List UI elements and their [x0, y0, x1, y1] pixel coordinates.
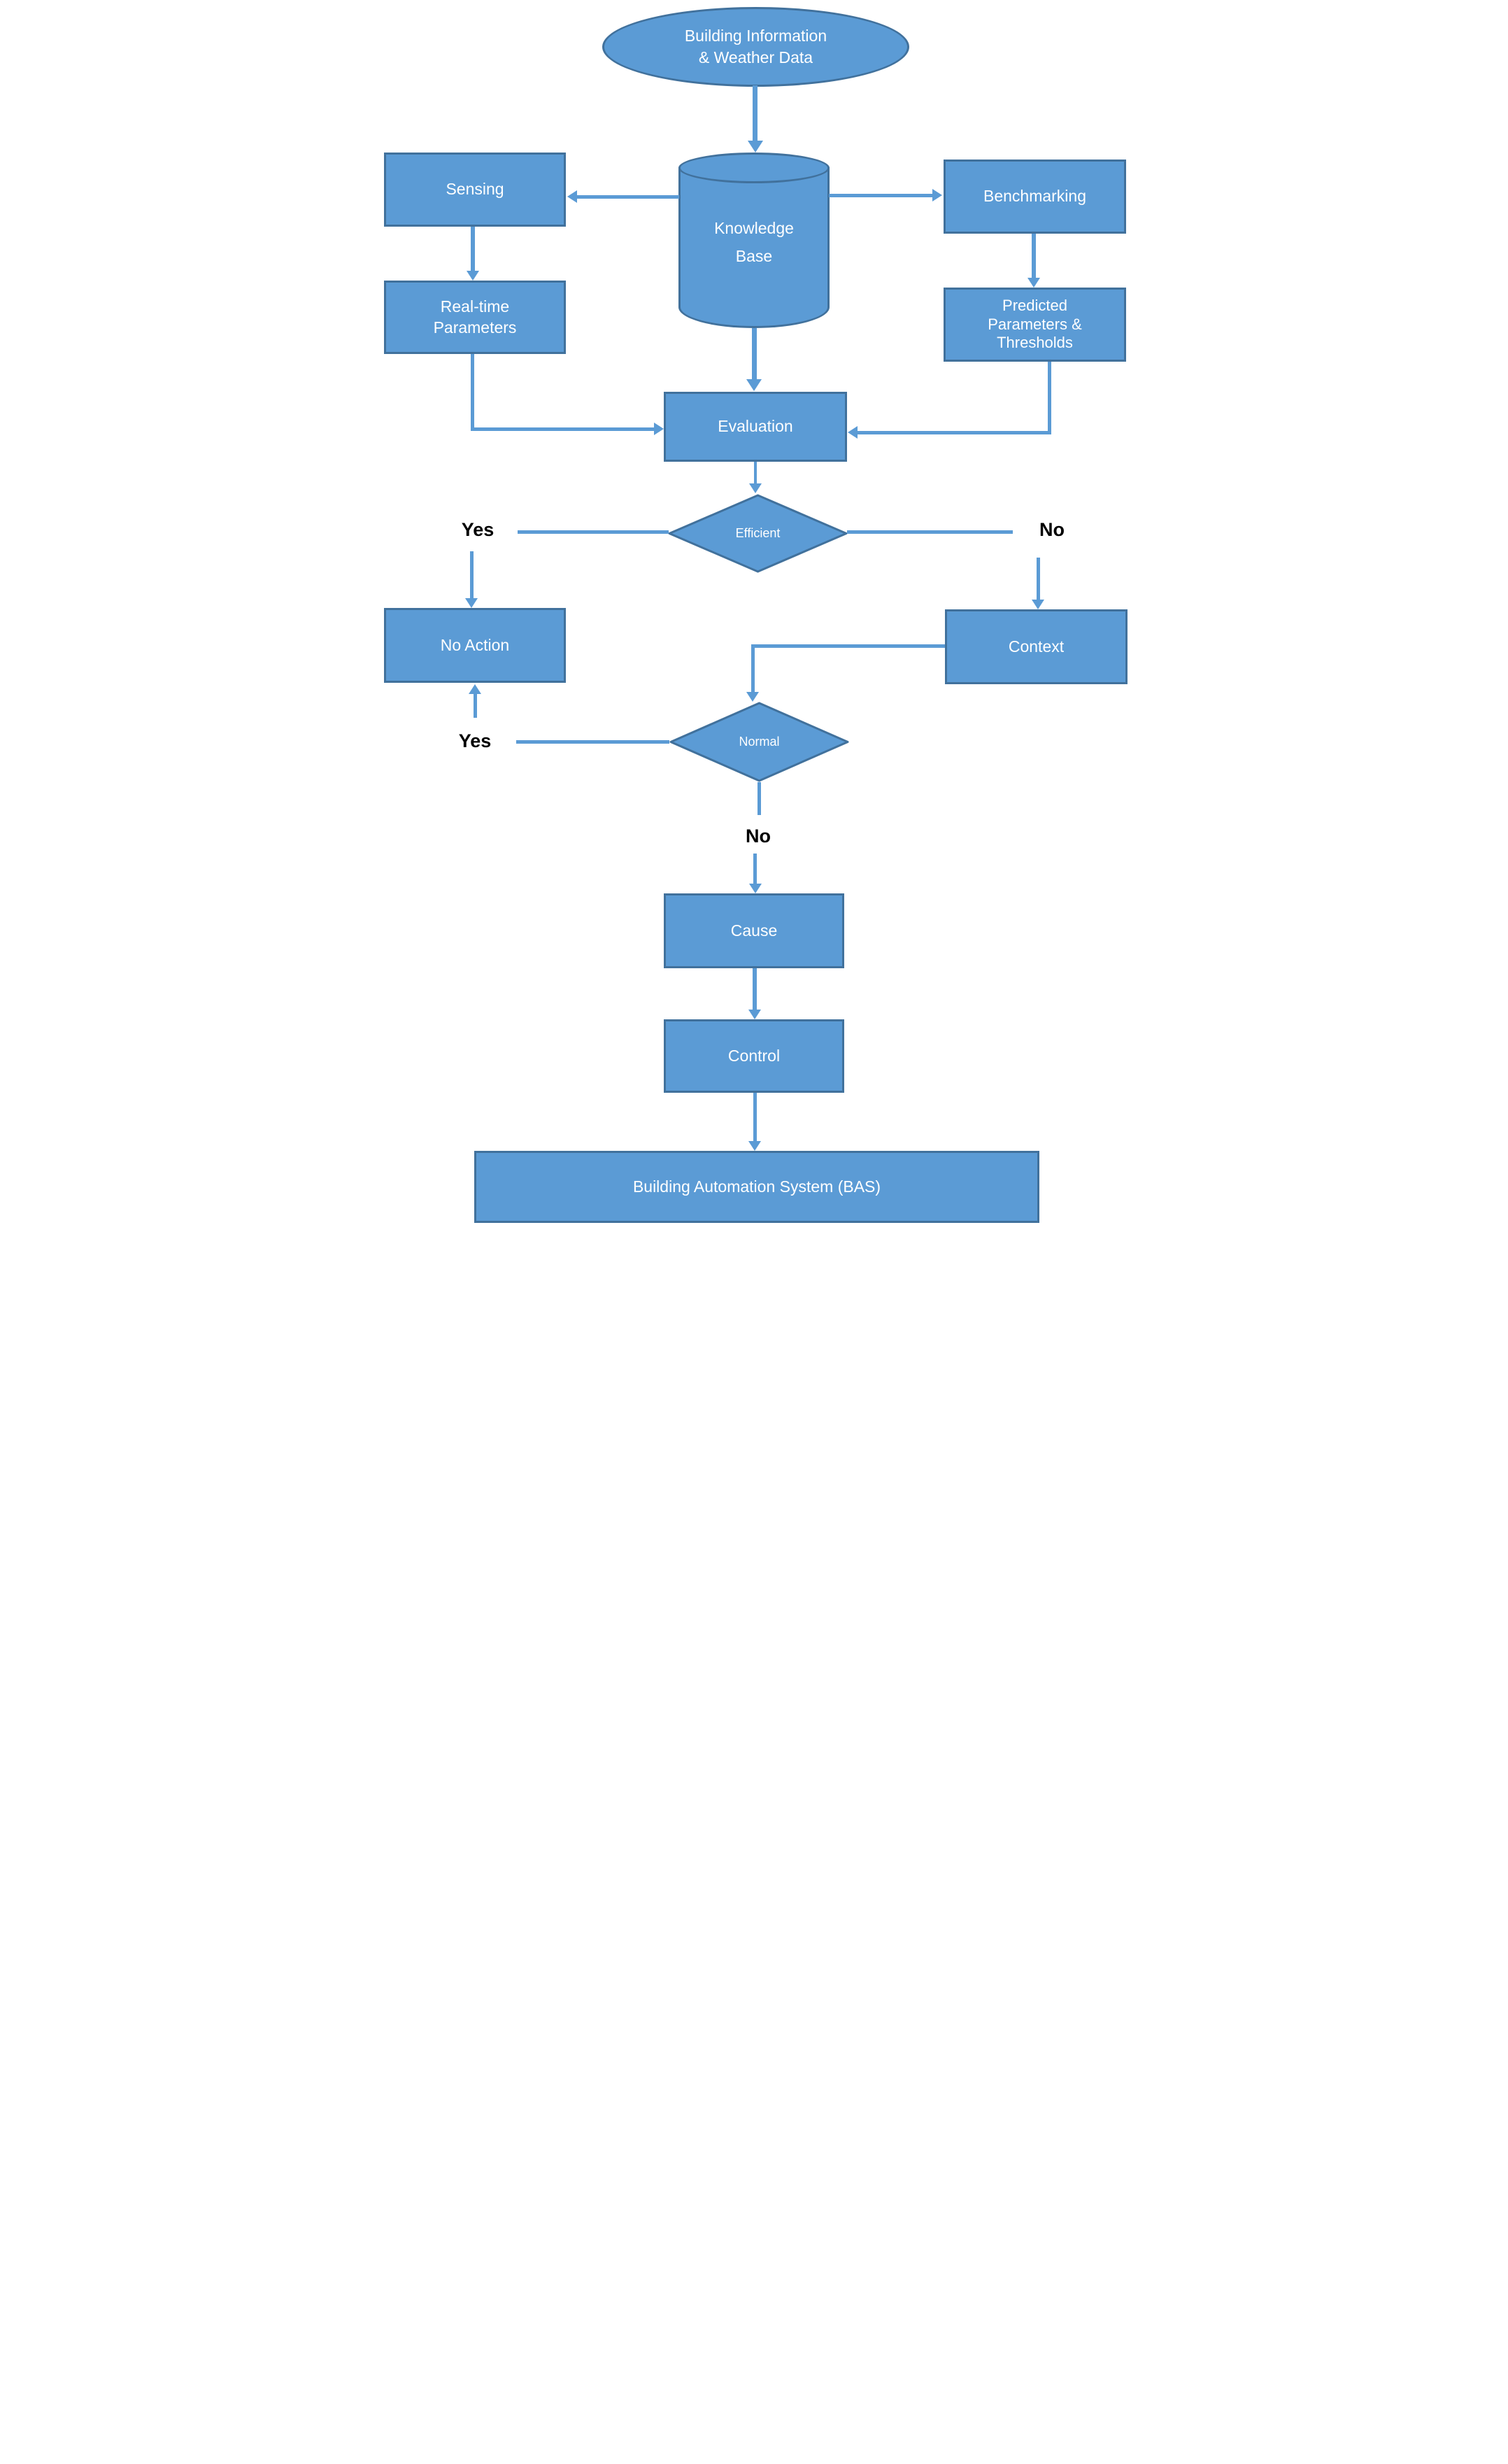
node-evaluation-label: Evaluation [718, 417, 793, 436]
node-building-info-line1: Building Information [684, 27, 827, 45]
node-bas-label: Building Automation System (BAS) [632, 1177, 881, 1196]
connector-context-to-normal-vertical [751, 644, 755, 692]
label-normal-yes: Yes [458, 730, 492, 751]
label-normal-no: No [746, 826, 771, 847]
node-sensing-label: Sensing [446, 180, 504, 199]
line-normal-to-yes [516, 740, 669, 744]
node-realtime-line1: Real-time [440, 297, 510, 316]
arrow-no-to-cause-shaft [753, 854, 757, 884]
arrow-kb-to-benchmarking-head [932, 189, 942, 201]
decision-normal: Normal [669, 702, 850, 782]
decision-efficient-label: Efficient [735, 526, 781, 540]
line-efficient-to-yes [518, 530, 669, 534]
arrow-kb-to-evaluation-shaft [752, 328, 757, 379]
arrow-source-to-kb-head [748, 141, 763, 153]
arrow-yes-to-no-action-shaft [470, 551, 474, 599]
node-knowledge-base-line1: Knowledge [714, 219, 794, 237]
arrow-sensing-to-realtime-shaft [471, 227, 475, 271]
connector-context-to-normal-head [746, 692, 759, 702]
arrow-kb-to-benchmarking-shaft [829, 194, 932, 197]
diamond-shape [669, 702, 849, 782]
arrow-source-to-kb-shaft [753, 85, 757, 143]
node-control: Control [664, 1019, 844, 1093]
node-no-action: No Action [384, 608, 566, 683]
line-normal-to-no [757, 782, 761, 815]
arrow-sensing-to-realtime-head [467, 271, 479, 281]
connector-predicted-to-evaluation-head [848, 426, 858, 439]
node-evaluation: Evaluation [664, 392, 847, 462]
arrow-cause-to-control-shaft [753, 968, 757, 1010]
node-knowledge-base-line2: Base [735, 247, 773, 265]
arrow-kb-to-evaluation-head [746, 379, 762, 391]
flowchart-canvas: Building Information & Weather Data Know… [377, 0, 1131, 1232]
connector-predicted-to-evaluation-horizontal [858, 431, 1051, 434]
connector-realtime-to-evaluation-horizontal [471, 427, 654, 431]
arrow-benchmarking-to-predicted-shaft [1032, 234, 1036, 278]
arrow-no-to-cause-head [749, 884, 762, 893]
node-no-action-label: No Action [440, 635, 510, 654]
connector-realtime-to-evaluation-head [654, 423, 664, 435]
node-context-label: Context [1008, 637, 1065, 656]
arrow-control-to-bas-shaft [753, 1093, 757, 1141]
cylinder-body [678, 167, 830, 328]
node-predicted-line2: Parameters & [988, 315, 1082, 333]
arrow-kb-to-sensing-shaft [577, 195, 679, 199]
connector-context-to-normal-horizontal [753, 644, 945, 648]
label-efficient-yes: Yes [461, 519, 495, 540]
node-knowledge-base-label: Knowledge Base [678, 214, 830, 270]
node-benchmarking: Benchmarking [944, 160, 1126, 234]
cylinder-top [678, 153, 830, 183]
arrow-yes-up-to-no-action-shaft [474, 694, 477, 718]
node-context: Context [945, 609, 1128, 684]
arrow-control-to-bas-head [748, 1141, 761, 1151]
arrow-evaluation-to-efficient-head [749, 483, 762, 493]
connector-realtime-to-evaluation-vertical [471, 354, 474, 431]
diamond-shape [668, 494, 848, 573]
arrow-yes-to-no-action-head [465, 598, 478, 608]
arrow-evaluation-to-efficient-shaft [754, 462, 757, 484]
node-building-info-ellipse: Building Information & Weather Data [602, 7, 909, 87]
decision-efficient: Efficient [667, 494, 848, 573]
arrow-cause-to-control-head [748, 1010, 761, 1019]
arrow-yes-up-to-no-action-head [469, 684, 481, 694]
node-knowledge-base: Knowledge Base [678, 153, 830, 328]
node-sensing: Sensing [384, 153, 566, 227]
node-cause-label: Cause [730, 921, 778, 940]
node-predicted-line1: Predicted [1002, 297, 1067, 315]
node-realtime-line2: Parameters [433, 318, 517, 337]
node-benchmarking-label: Benchmarking [983, 187, 1087, 206]
arrow-no-to-context-head [1032, 600, 1044, 609]
node-building-info-line2: & Weather Data [698, 48, 813, 66]
line-efficient-to-no [847, 530, 1013, 534]
node-control-label: Control [727, 1046, 781, 1065]
node-bas: Building Automation System (BAS) [474, 1151, 1039, 1223]
label-efficient-no: No [1039, 519, 1065, 540]
node-predicted-parameters: Predicted Parameters & Thresholds [944, 288, 1126, 362]
connector-predicted-to-evaluation-vertical [1048, 362, 1051, 434]
decision-normal-label: Normal [739, 735, 780, 749]
node-predicted-line3: Thresholds [997, 334, 1073, 352]
arrow-no-to-context-shaft [1037, 558, 1040, 600]
node-realtime-parameters: Real-time Parameters [384, 281, 566, 354]
node-cause: Cause [664, 893, 844, 968]
arrow-kb-to-sensing-head [567, 190, 577, 203]
arrow-benchmarking-to-predicted-head [1027, 278, 1040, 288]
